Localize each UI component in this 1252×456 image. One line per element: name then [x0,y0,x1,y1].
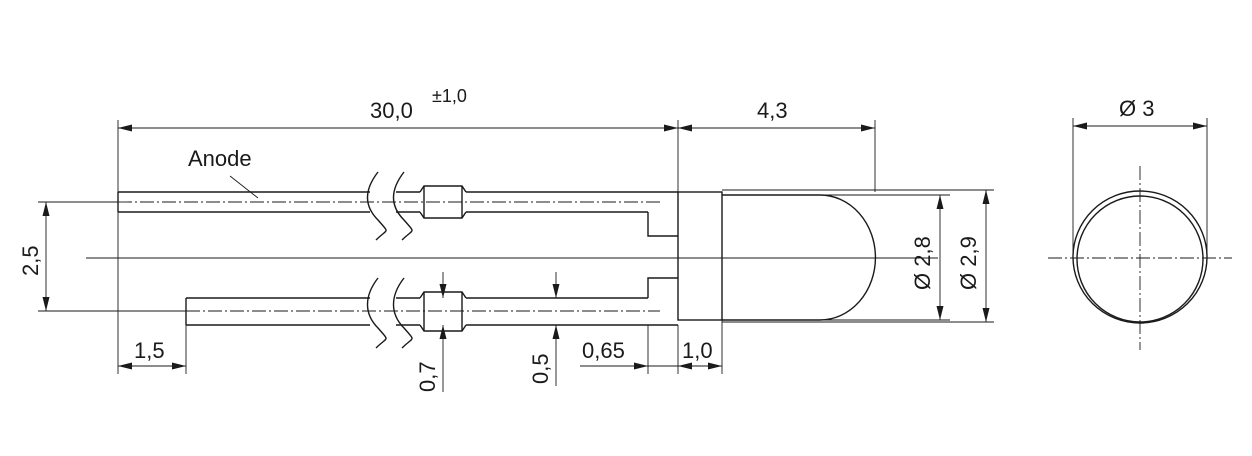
dim-lead-spacing [38,201,186,312]
dim-lead-width-label: 0,7 [415,361,440,392]
dim-body-diameter-label: Ø 2,9 [956,236,981,290]
dim-lead-spacing-label: 2,5 [18,245,43,276]
anode-lead [117,185,678,237]
dim-lead-length-tolerance: ±1,0 [432,86,467,106]
dim-lead-length-label: 30,0 [370,98,413,123]
dim-lead-offset [117,212,187,374]
anode-label: Anode [188,146,252,171]
dim-lens-diameter-label: Ø 2,8 [910,236,935,290]
lead-break-marks [366,171,413,349]
anode-leader [229,175,259,199]
dim-top [117,120,876,192]
dim-top-diameter-label: Ø 3 [1119,96,1154,121]
led-body [677,191,877,321]
dim-body-diameters [722,189,994,323]
cathode-lead [185,277,678,332]
dim-lead-thickness [552,272,560,386]
dim-kink-length-label: 0,65 [582,338,625,363]
dim-lead-width [439,272,447,392]
dim-lead-offset-label: 1,5 [134,338,165,363]
dim-body-length-label: 4,3 [757,98,788,123]
top-view [1048,166,1232,350]
dim-lead-thickness-label: 0,5 [528,353,553,384]
dim-flange-length-label: 1,0 [682,338,713,363]
dim-kink-flange [580,320,723,374]
dim-top-view-diameter [1072,118,1208,255]
